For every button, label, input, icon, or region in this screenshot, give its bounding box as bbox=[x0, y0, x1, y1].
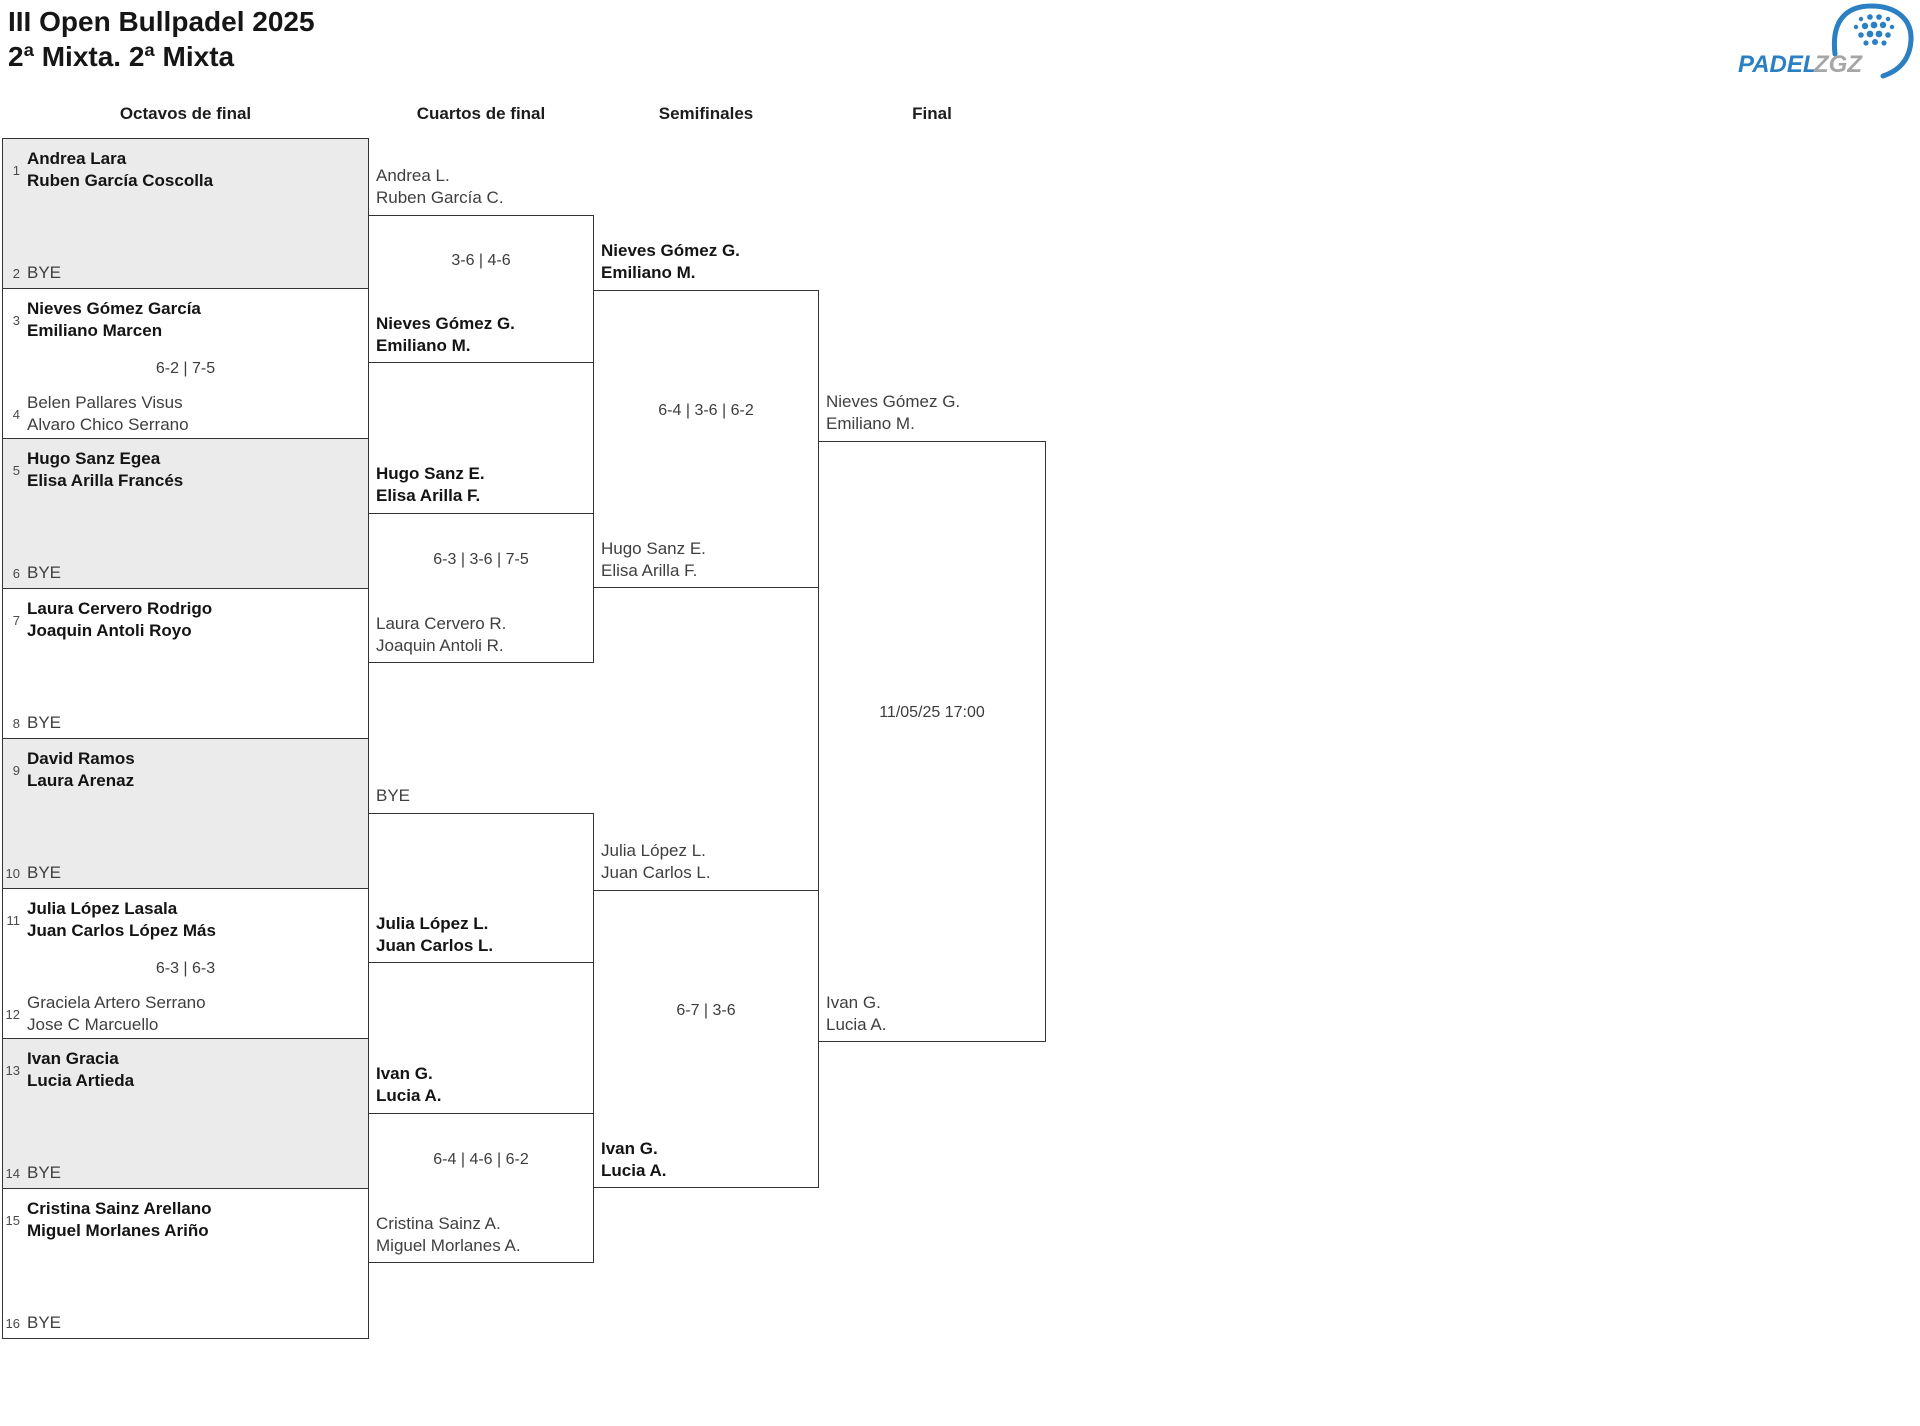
qf-match-box-2 bbox=[368, 513, 594, 663]
round-header-cuartos: Cuartos de final bbox=[416, 104, 546, 123]
seed-number: 15 bbox=[5, 1212, 20, 1228]
seed-number: 9 bbox=[12, 762, 20, 778]
seed-number: 2 bbox=[12, 265, 20, 281]
logo-text-zgz: ZGZ bbox=[1813, 51, 1863, 78]
seed-number: 13 bbox=[5, 1062, 20, 1078]
final-match-box bbox=[818, 441, 1046, 1042]
r16-match-box-1 bbox=[2, 138, 369, 289]
seed-number: 6 bbox=[12, 565, 20, 581]
qf3-team-bottom: Julia López L.Juan Carlos L. bbox=[376, 914, 494, 955]
r16-match-box-6 bbox=[2, 888, 369, 1039]
r16-team-seed-8: 8 BYE bbox=[5, 712, 357, 734]
qf1-team-top: Andrea L.Ruben García C. bbox=[376, 166, 504, 207]
bye-label: BYE bbox=[27, 563, 62, 582]
qf-match-box-1 bbox=[368, 215, 594, 363]
seed-number: 5 bbox=[12, 462, 20, 478]
seed-number: 14 bbox=[5, 1165, 20, 1181]
match-score: 3-6 | 4-6 bbox=[451, 252, 511, 269]
racket-dots bbox=[1853, 14, 1895, 46]
logo-text-padel: PADEL bbox=[1738, 51, 1818, 78]
r16-match-box-7 bbox=[2, 1038, 369, 1189]
match-score: 6-2 | 7-5 bbox=[155, 360, 216, 377]
bye-label: BYE bbox=[27, 263, 62, 282]
match-score: 6-4 | 4-6 | 6-2 bbox=[433, 1151, 529, 1168]
sf1-team-bottom: Hugo Sanz E.Elisa Arilla F. bbox=[601, 539, 706, 580]
match-score: 6-3 | 6-3 bbox=[155, 960, 216, 977]
match-score: 6-3 | 3-6 | 7-5 bbox=[433, 551, 529, 568]
sf1-team-top: Nieves Gómez G.Emiliano M. bbox=[601, 241, 740, 282]
r16-team-seed-2: 2 BYE bbox=[5, 262, 357, 284]
tournament-title: III Open Bullpadel 2025 bbox=[8, 6, 315, 37]
bye-label: BYE bbox=[27, 1313, 62, 1332]
r16-team-seed-10: 10 BYE bbox=[5, 862, 357, 884]
round-header-octavos: Octavos de final bbox=[119, 104, 252, 123]
sf-match-box-2 bbox=[593, 890, 819, 1188]
seed-number: 8 bbox=[12, 715, 20, 731]
final-team-bottom: Ivan G.Lucia A. bbox=[826, 993, 887, 1034]
qf1-team-bottom: Nieves Gómez G.Emiliano M. bbox=[376, 314, 515, 355]
seed-number: 10 bbox=[5, 865, 20, 881]
round-header-final: Final bbox=[912, 104, 952, 123]
r16-match-box-8 bbox=[2, 1188, 369, 1339]
sf2-team-top: Julia López L.Juan Carlos L. bbox=[601, 841, 711, 882]
qf-match-box-3 bbox=[368, 813, 594, 963]
r16-team-seed-6: 6 BYE bbox=[5, 562, 357, 584]
qf4-team-bottom: Cristina Sainz A.Miguel Morlanes A. bbox=[376, 1214, 521, 1255]
seed-number: 11 bbox=[6, 912, 21, 928]
seed-number: 12 bbox=[5, 1006, 20, 1022]
category-subtitle: 2ª Mixta. 2ª Mixta bbox=[8, 41, 235, 72]
qf4-team-top: Ivan G.Lucia A. bbox=[376, 1064, 442, 1105]
match-score: 6-4 | 3-6 | 6-2 bbox=[658, 402, 754, 419]
sf2-team-bottom: Ivan G.Lucia A. bbox=[601, 1139, 667, 1180]
seed-number: 16 bbox=[5, 1315, 20, 1331]
qf-match-box-4 bbox=[368, 1113, 594, 1263]
bye-label: BYE bbox=[27, 1163, 62, 1182]
final-schedule: 11/05/25 17:00 bbox=[879, 704, 985, 721]
round-header-semifinales: Semifinales bbox=[658, 104, 754, 123]
final-team-top: Nieves Gómez G.Emiliano M. bbox=[826, 392, 961, 433]
bye-label: BYE bbox=[27, 713, 62, 732]
match-score: 6-7 | 3-6 bbox=[676, 1002, 736, 1019]
r16-match-box-2 bbox=[2, 288, 369, 439]
seed-number: 3 bbox=[12, 312, 20, 328]
qf3-team-top-bye: BYE bbox=[376, 786, 411, 805]
sf-match-box-1 bbox=[593, 290, 819, 588]
page-header: III Open Bullpadel 2025 2ª Mixta. 2ª Mix… bbox=[8, 4, 315, 74]
r16-match-box-4 bbox=[2, 588, 369, 739]
r16-team-seed-16: 16 BYE bbox=[5, 1312, 357, 1334]
bye-label: BYE bbox=[27, 863, 62, 882]
seed-number: 4 bbox=[12, 406, 20, 422]
qf2-team-bottom: Laura Cervero R.Joaquin Antoli R. bbox=[376, 614, 507, 655]
seed-number: 1 bbox=[12, 162, 20, 178]
qf2-team-top: Hugo Sanz E.Elisa Arilla F. bbox=[376, 464, 485, 505]
padelzgz-logo[interactable]: PADEL ZGZ bbox=[1735, 2, 1915, 80]
r16-match-box-5 bbox=[2, 738, 369, 889]
seed-number: 7 bbox=[12, 612, 20, 628]
r16-team-seed-14: 14 BYE bbox=[5, 1162, 357, 1184]
racket-icon: PADEL ZGZ bbox=[1738, 3, 1914, 79]
